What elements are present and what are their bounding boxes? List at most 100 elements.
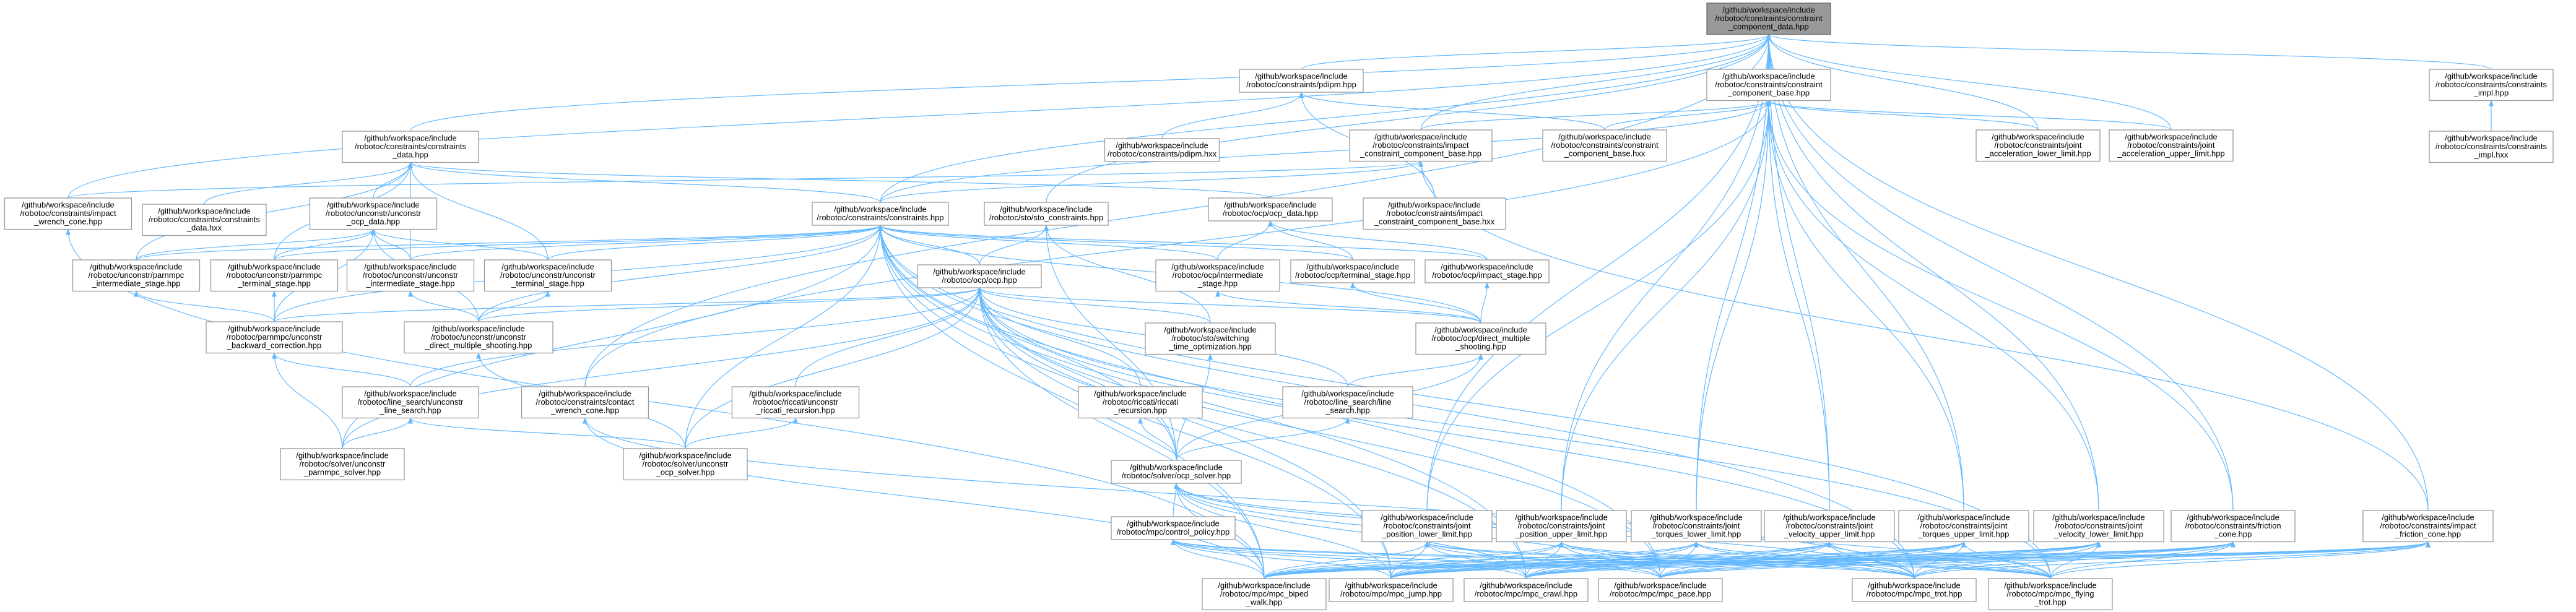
file-node-robotoc-constraints-joint-velocity-lower-limit-hpp[interactable]: /github/workspace/include/robotoc/constr… [2033, 510, 2164, 543]
file-node-robotoc-constraints-joint-position-upper-limit-hpp[interactable]: /github/workspace/include/robotoc/constr… [1496, 510, 1627, 543]
include-edge-n14-n24 [1268, 220, 1488, 261]
include-edge-n25-n32 [795, 287, 982, 387]
node-label-line: /robotoc/constraints/friction [2185, 521, 2281, 530]
file-node-robotoc-riccati-unconstr-riccati-recursion-hpp[interactable]: /github/workspace/include/robotoc/riccat… [731, 386, 860, 419]
file-node-robotoc-riccati-riccati-recursion-hpp[interactable]: /github/workspace/include/robotoc/riccat… [1078, 386, 1203, 419]
include-edge-n0-n11 [67, 33, 1771, 199]
include-edge-n45-n47 [1264, 541, 2236, 579]
file-node-robotoc-constraints-joint-velocity-upper-limit-hpp[interactable]: /github/workspace/include/robotoc/constr… [1764, 510, 1895, 543]
node-label-line: /robotoc/line_search/line [1304, 397, 1392, 407]
file-node-robotoc-unconstr-unconstr-direct-multiple-shooting-hpp[interactable]: /github/workspace/include/robotoc/uncons… [404, 321, 553, 354]
file-node-robotoc-unconstr-parnmpc-intermediate-stage-hpp[interactable]: /github/workspace/include/robotoc/uncons… [72, 259, 201, 292]
node-label-line: _acceleration_upper_limit.hpp [2117, 149, 2224, 158]
node-box [1598, 578, 1723, 602]
file-node-robotoc-mpc-mpc-jump-hpp[interactable]: /github/workspace/include/robotoc/mpc/mp… [1329, 578, 1454, 602]
include-edge-n11-n47 [66, 228, 1265, 579]
include-edge-n25-n37 [977, 287, 1177, 461]
include-edge-n2-n44 [1766, 100, 2099, 511]
file-node-robotoc-solver-unconstr-ocp-solver-hpp[interactable]: /github/workspace/include/robotoc/solver… [623, 448, 748, 481]
include-edge-n0-n8 [1766, 33, 2039, 131]
node-label-line: /robotoc/riccati/riccati [1103, 397, 1178, 407]
node-label-line: _time_optimization.hpp [1168, 342, 1252, 351]
include-edge-n39-n47 [1264, 541, 1429, 579]
file-node-robotoc-ocp-ocp-hpp[interactable]: /github/workspace/include/robotoc/ocp/oc… [917, 264, 1042, 288]
node-box [1852, 578, 1977, 602]
file-node-robotoc-ocp-terminal-stage-hpp[interactable]: /github/workspace/include/robotoc/ocp/te… [1290, 259, 1415, 283]
node-label-line: /github/workspace/include [432, 324, 525, 334]
file-node-robotoc-constraints-constraints-impl-hpp[interactable]: /github/workspace/include/robotoc/constr… [2429, 69, 2554, 101]
file-node-robotoc-sto-switching-time-optimization-hpp[interactable]: /github/workspace/include/robotoc/sto/sw… [1145, 322, 1276, 355]
node-label-line: /robotoc/unconstr/unconstr [500, 270, 596, 280]
include-edge-n45-n50 [1660, 541, 2236, 579]
node-label-line: /github/workspace/include [1381, 513, 1473, 522]
file-node-robotoc-solver-unconstr-parnmpc-solver-hpp[interactable]: /github/workspace/include/robotoc/solver… [280, 448, 405, 481]
file-node-robotoc-constraints-impact-friction-cone-hpp[interactable]: /github/workspace/include/robotoc/constr… [2362, 510, 2494, 543]
node-label-line: /robotoc/constraints/constraint [1715, 14, 1823, 23]
include-edge-n2-n7 [1604, 100, 1771, 131]
file-node-robotoc-line-search-line-search-hpp[interactable]: /github/workspace/include/robotoc/line_s… [1282, 386, 1413, 419]
include-edge-n46-n49 [1525, 541, 2431, 579]
file-node-robotoc-unconstr-unconstr-ocp-data-hpp[interactable]: /github/workspace/include/robotoc/uncons… [309, 197, 438, 230]
include-edge-n25-n47 [977, 287, 1265, 579]
include-edge-n38-n47 [1171, 539, 1265, 579]
node-box [1361, 510, 1493, 543]
file-node-robotoc-constraints-constraint-component-base-hpp[interactable]: /github/workspace/include/robotoc/constr… [1706, 69, 1831, 101]
node-box [280, 448, 405, 481]
file-node-robotoc-constraints-joint-acceleration-lower-limit-hpp[interactable]: /github/workspace/include/robotoc/constr… [1975, 129, 2101, 162]
file-node-robotoc-ocp-impact-stage-hpp[interactable]: /github/workspace/include/robotoc/ocp/im… [1425, 259, 1550, 283]
file-node-robotoc-line-search-unconstr-line-search-hpp[interactable]: /github/workspace/include/robotoc/line_s… [342, 386, 479, 419]
include-edge-n16-n50 [878, 225, 1661, 579]
node-label-line: /robotoc/ocp/ocp.hpp [942, 275, 1017, 285]
file-node-robotoc-mpc-mpc-trot-hpp[interactable]: /github/workspace/include/robotoc/mpc/mp… [1852, 578, 1977, 602]
node-label-line: /github/workspace/include [158, 207, 251, 216]
file-node-robotoc-constraints-impact-constraint-component-base-hxx[interactable]: /github/workspace/include/robotoc/constr… [1363, 197, 1506, 230]
node-label-line: /github/workspace/include [2052, 513, 2145, 522]
include-edge-n16-n36 [685, 225, 883, 449]
node-label-line: _stage.hpp [1197, 279, 1238, 288]
node-label-line: /robotoc/mpc/mpc_flying [2007, 589, 2094, 598]
file-node-robotoc-constraints-impact-wrench-cone-hpp[interactable]: /github/workspace/include/robotoc/constr… [4, 197, 132, 230]
file-node-robotoc-ocp-intermediate-stage-hpp[interactable]: /github/workspace/include/robotoc/ocp/in… [1155, 259, 1280, 292]
node-label-line: /github/workspace/include [1441, 262, 1533, 272]
include-edge-n38-n48 [1171, 539, 1392, 579]
file-node-robotoc-constraints-constraints-hpp[interactable]: /github/workspace/include/robotoc/constr… [812, 202, 949, 226]
node-label-line: /robotoc/constraints/joint [1786, 521, 1873, 530]
file-node-robotoc-constraints-joint-acceleration-upper-limit-hpp[interactable]: /github/workspace/include/robotoc/constr… [2109, 129, 2234, 162]
file-node-robotoc-solver-ocp-solver-hpp[interactable]: /github/workspace/include/robotoc/solver… [1111, 460, 1242, 484]
node-label-line: /github/workspace/include [2125, 132, 2218, 142]
file-node-robotoc-ocp-ocp-data-hpp[interactable]: /github/workspace/include/robotoc/ocp/oc… [1208, 197, 1333, 222]
edges-layer [66, 33, 2494, 579]
file-node-robotoc-mpc-mpc-flying-trot-hpp[interactable]: /github/workspace/include/robotoc/mpc/mp… [1988, 578, 2113, 611]
file-node-robotoc-constraints-joint-position-lower-limit-hpp[interactable]: /github/workspace/include/robotoc/constr… [1361, 510, 1493, 543]
file-node-robotoc-unconstr-parnmpc-terminal-stage-hpp[interactable]: /github/workspace/include/robotoc/uncons… [210, 259, 339, 292]
file-node-robotoc-parnmpc-unconstr-backward-correction-hpp[interactable]: /github/workspace/include/robotoc/parnmp… [206, 321, 343, 354]
file-node-robotoc-sto-sto-constraints-hpp[interactable]: /github/workspace/include/robotoc/sto/st… [984, 202, 1109, 226]
file-node-robotoc-constraints-joint-torques-upper-limit-hpp[interactable]: /github/workspace/include/robotoc/constr… [1898, 510, 2029, 543]
file-node-robotoc-mpc-mpc-pace-hpp[interactable]: /github/workspace/include/robotoc/mpc/mp… [1598, 578, 1723, 602]
file-node-robotoc-mpc-mpc-crawl-hpp[interactable]: /github/workspace/include/robotoc/mpc/mp… [1464, 578, 1589, 602]
file-node-robotoc-mpc-mpc-biped-walk-hpp[interactable]: /github/workspace/include/robotoc/mpc/mp… [1202, 578, 1327, 611]
file-node-robotoc-mpc-control-policy-hpp[interactable]: /github/workspace/include/robotoc/mpc/co… [1111, 516, 1236, 540]
file-node-robotoc-constraints-friction-cone-hpp[interactable]: /github/workspace/include/robotoc/constr… [2171, 510, 2296, 543]
file-node-robotoc-constraints-pdipm-hxx[interactable]: /github/workspace/include/robotoc/constr… [1104, 138, 1220, 162]
file-node-robotoc-constraints-impact-constraint-component-base-hpp[interactable]: /github/workspace/include/robotoc/constr… [1349, 129, 1493, 162]
file-node-robotoc-unconstr-unconstr-terminal-stage-hpp[interactable]: /github/workspace/include/robotoc/uncons… [484, 259, 612, 292]
file-node-robotoc-constraints-contact-wrench-cone-hpp[interactable]: /github/workspace/include/robotoc/constr… [521, 386, 649, 419]
node-label-line: /github/workspace/include [1255, 72, 1348, 81]
file-node-robotoc-constraints-joint-torques-lower-limit-hpp[interactable]: /github/workspace/include/robotoc/constr… [1631, 510, 1762, 543]
file-node-robotoc-constraints-constraint-component-base-hxx[interactable]: /github/workspace/include/robotoc/constr… [1542, 129, 1667, 162]
node-label-line: /github/workspace/include [1722, 6, 1815, 15]
file-node-robotoc-unconstr-unconstr-intermediate-stage-hpp[interactable]: /github/workspace/include/robotoc/uncons… [346, 259, 475, 292]
include-edge-n16-n27 [478, 225, 883, 322]
file-node-robotoc-constraints-pdipm-hpp[interactable]: /github/workspace/include/robotoc/constr… [1239, 69, 1364, 93]
file-node-robotoc-ocp-direct-multiple-shooting-hpp[interactable]: /github/workspace/include/robotoc/ocp/di… [1415, 322, 1546, 355]
node-label-line: _impl.hpp [2473, 88, 2509, 98]
node-label-line: /robotoc/constraints/contact [536, 397, 635, 407]
node-label-line: _friction_cone.hpp [2395, 530, 2461, 539]
file-node-robotoc-constraints-constraints-impl-hxx[interactable]: /github/workspace/include/robotoc/constr… [2429, 131, 2554, 163]
file-node-robotoc-constraints-constraints-data-hxx[interactable]: /github/workspace/include/robotoc/constr… [142, 204, 267, 236]
node-label-line: /robotoc/constraints/pdipm.hxx [1108, 149, 1217, 158]
file-node-robotoc-constraints-constraints-data-hpp[interactable]: /github/workspace/include/robotoc/constr… [342, 131, 479, 163]
node-box [1239, 69, 1364, 93]
include-edge-n0-n42 [1766, 33, 1830, 511]
